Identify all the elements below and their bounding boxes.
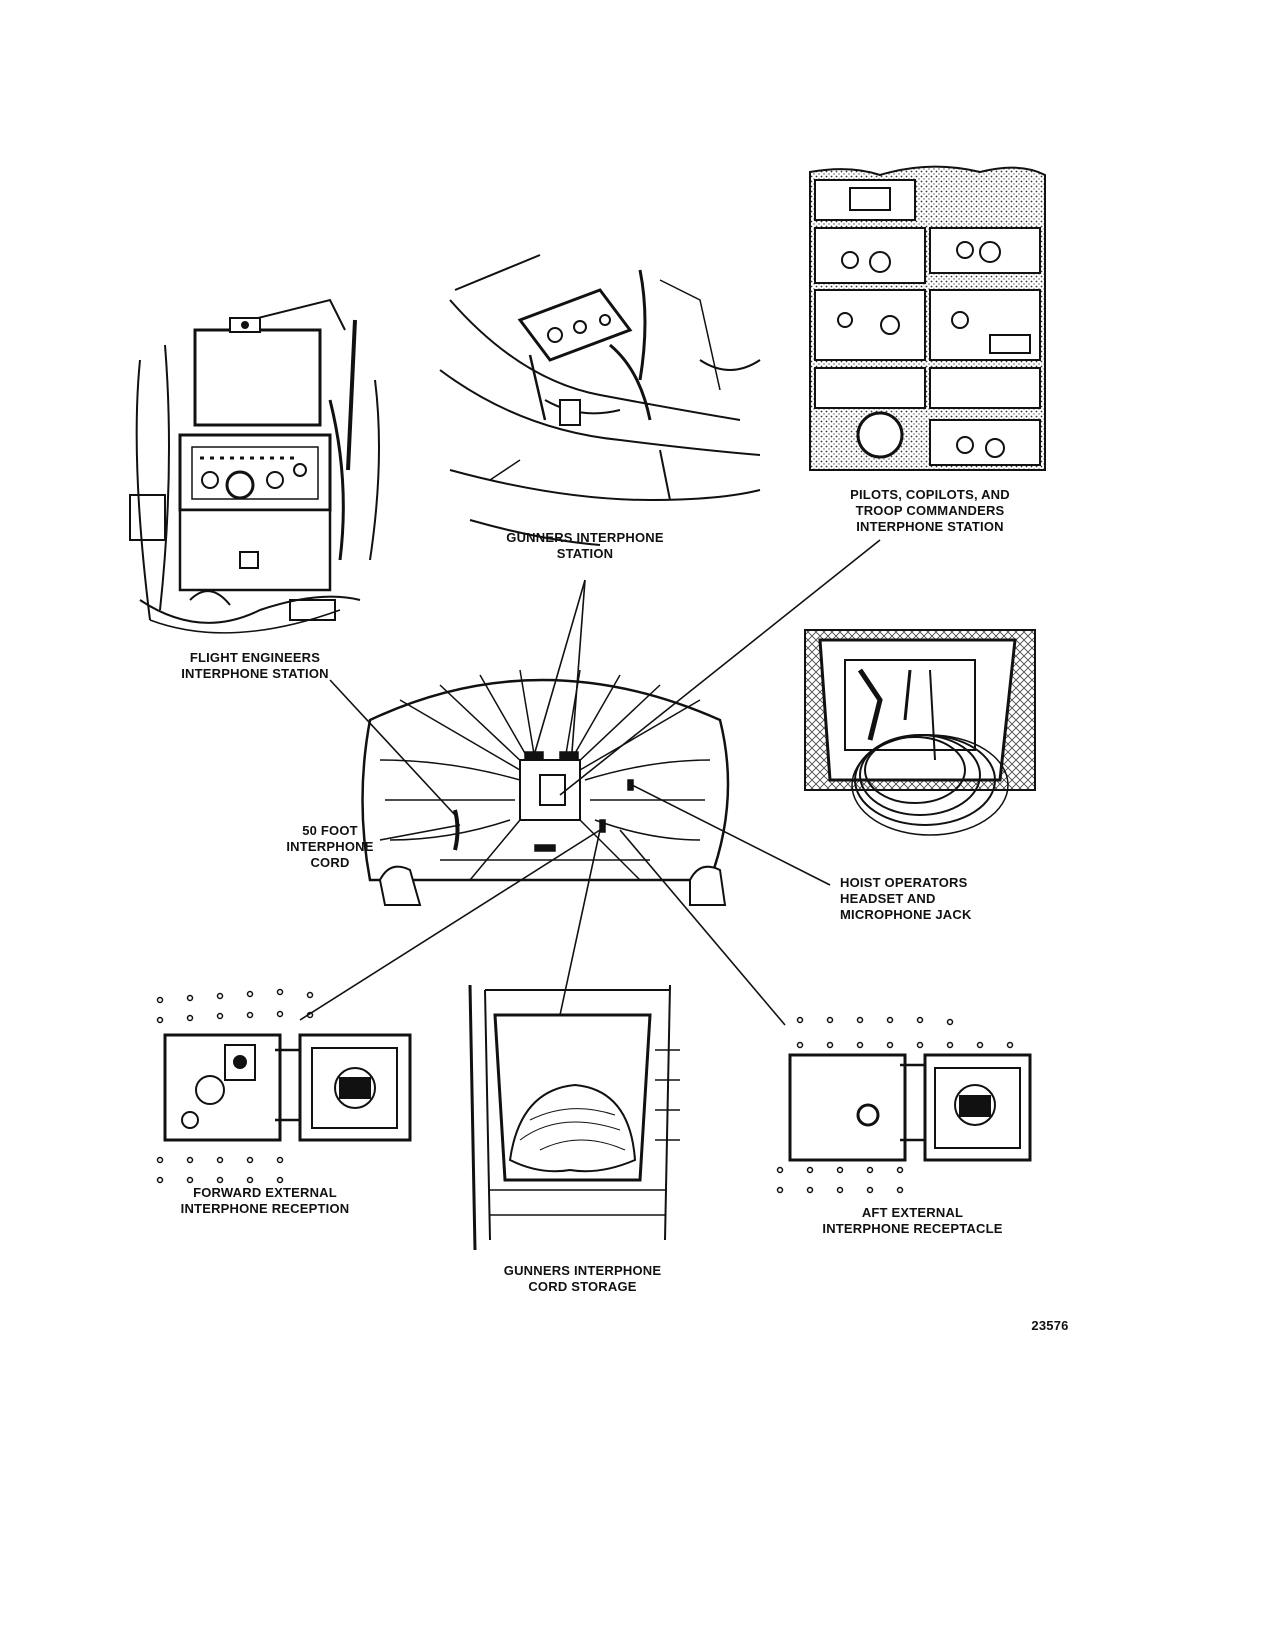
foot-cord-label-line2: INTERPHONE — [286, 839, 374, 854]
gunners-station-label-line2: STATION — [556, 546, 614, 561]
leader-lines — [299, 539, 881, 1026]
cord-storage-drawing — [468, 984, 680, 1251]
leader-flight-engineers — [329, 679, 456, 816]
hoist-jack-drawing — [804, 629, 1036, 836]
pilots-station-label-line1: PILOTS, COPILOTS, AND — [850, 487, 1010, 502]
pilots-station-label: PILOTS, COPILOTS, AND TROOP COMMANDERS I… — [830, 487, 1030, 535]
flight-engineers-label-line2: INTERPHONE STATION — [181, 666, 329, 681]
gunners-station-drawing — [439, 254, 761, 546]
flight-engineers-station-label: FLIGHT ENGINEERS INTERPHONE STATION — [170, 650, 340, 682]
hoist-jack-label-line1: HOIST OPERATORS — [840, 875, 968, 890]
aft-receptacle-drawing — [776, 1016, 1032, 1194]
pilots-console-drawing — [809, 165, 1046, 471]
figure-number: 23576 — [1031, 1318, 1069, 1333]
foot-cord-label: 50 FOOT INTERPHONE CORD — [275, 823, 385, 871]
forward-receptacle-drawing — [156, 988, 412, 1184]
leader-hoist-jack — [631, 784, 831, 886]
forward-receptacle-label-line1: FORWARD EXTERNAL — [193, 1185, 337, 1200]
cord-storage-label-line1: GUNNERS INTERPHONE — [503, 1263, 662, 1278]
aft-receptacle-label-line1: AFT EXTERNAL — [861, 1205, 964, 1220]
pilots-station-label-line2: TROOP COMMANDERS — [855, 503, 1005, 518]
leader-pilots-station — [559, 539, 881, 796]
hoist-jack-label: HOIST OPERATORS HEADSET AND MICROPHONE J… — [840, 875, 990, 923]
cord-storage-label: GUNNERS INTERPHONE CORD STORAGE — [495, 1263, 670, 1295]
pilots-station-label-line3: INTERPHONE STATION — [856, 519, 1004, 534]
leader-forward-receptacle — [299, 829, 601, 1021]
gunners-station-label-line1: GUNNERS INTERPHONE — [506, 530, 664, 545]
aft-receptacle-label-line2: INTERPHONE RECEPTACLE — [822, 1221, 1003, 1236]
flight-engineers-panel-drawing — [129, 298, 380, 634]
cord-storage-label-line2: CORD STORAGE — [528, 1279, 637, 1294]
leader-cord-storage — [559, 829, 601, 1016]
leader-gunners-station-left — [534, 579, 586, 753]
leader-aft-receptacle — [619, 829, 786, 1026]
leader-foot-cord — [379, 824, 461, 841]
cabin-interior-drawing — [361, 669, 730, 906]
hoist-jack-label-line2: HEADSET AND — [840, 891, 936, 906]
foot-cord-label-line1: 50 FOOT — [302, 823, 358, 838]
leader-gunners-station-right — [571, 579, 586, 753]
forward-receptacle-label-line2: INTERPHONE RECEPTION — [180, 1201, 350, 1216]
forward-receptacle-label: FORWARD EXTERNAL INTERPHONE RECEPTION — [165, 1185, 365, 1217]
gunners-station-label: GUNNERS INTERPHONE STATION — [505, 530, 665, 562]
hoist-jack-label-line3: MICROPHONE JACK — [840, 907, 972, 922]
foot-cord-label-line3: CORD — [310, 855, 350, 870]
flight-engineers-label-line1: FLIGHT ENGINEERS — [189, 650, 321, 665]
aft-receptacle-label: AFT EXTERNAL INTERPHONE RECEPTACLE — [810, 1205, 1015, 1237]
